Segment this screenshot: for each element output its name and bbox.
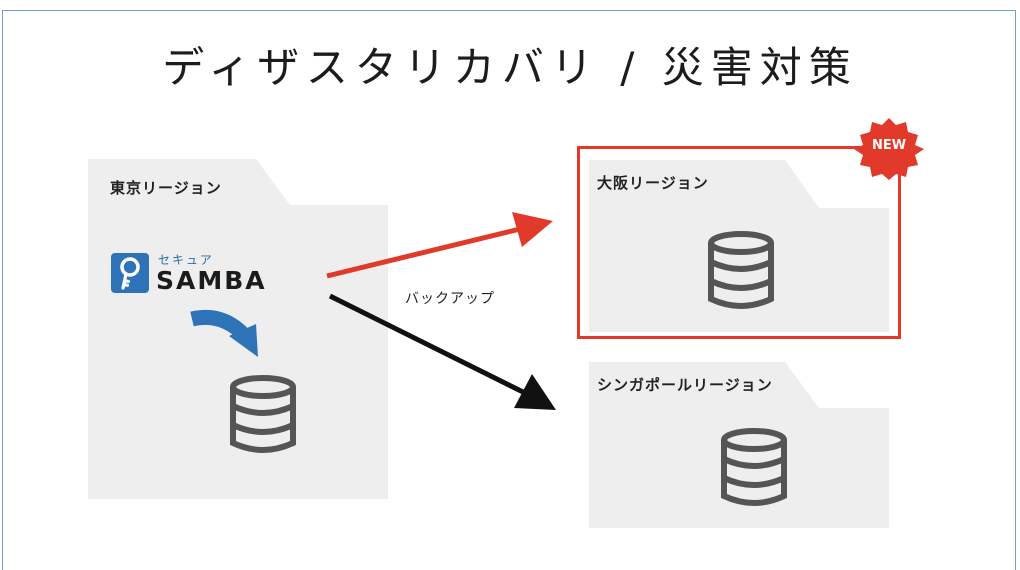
osaka-region-label: 大阪リージョン <box>597 174 709 192</box>
logo-subtext: セキュア <box>158 253 214 267</box>
new-badge-text: NEW <box>871 138 907 153</box>
black-backup-arrow <box>328 293 556 410</box>
logo-brand-text: SAMBA <box>156 266 267 295</box>
tokyo-database-icon <box>228 375 298 459</box>
singapore-database-icon <box>719 428 789 512</box>
slide-frame <box>2 10 1016 570</box>
secure-samba-key-icon <box>110 252 150 298</box>
singapore-region-label: シンガポールリージョン <box>597 376 773 394</box>
curved-blue-arrow <box>190 309 258 357</box>
tokyo-region-label: 東京リージョン <box>110 179 222 197</box>
backup-label: バックアップ <box>405 291 495 307</box>
red-backup-arrow <box>326 212 553 279</box>
osaka-region-folder <box>589 160 889 332</box>
osaka-database-icon <box>706 231 776 315</box>
page-title: ディザスタリカバリ / 災害対策 <box>162 43 858 92</box>
new-badge-icon <box>854 118 924 180</box>
folder-shape <box>589 160 889 332</box>
new-region-highlight <box>577 146 901 339</box>
